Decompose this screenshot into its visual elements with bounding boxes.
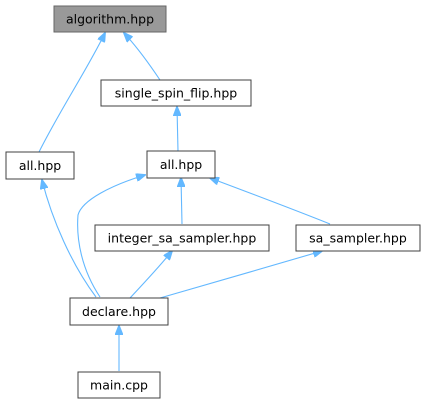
edge-sa-sampler-to-all-mid — [210, 178, 331, 225]
nodes: algorithm.hpp single_spin_flip.hpp all.h… — [5, 5, 421, 399]
node-label: integer_sa_sampler.hpp — [108, 231, 257, 246]
node-main-cpp[interactable]: main.cpp — [77, 371, 161, 399]
node-label: declare.hpp — [82, 304, 156, 319]
edge-declare-to-integer-sa-sampler — [129, 251, 172, 299]
node-label: algorithm.hpp — [66, 12, 154, 27]
edges — [38, 33, 331, 371]
node-integer-sa-sampler-hpp[interactable]: integer_sa_sampler.hpp — [94, 224, 270, 252]
node-sa-sampler-hpp[interactable]: sa_sampler.hpp — [295, 224, 421, 252]
edge-declare-to-all-mid — [77, 175, 145, 298]
node-declare-hpp[interactable]: declare.hpp — [69, 297, 169, 326]
edge-single-spin-flip-to-algorithm — [124, 33, 161, 81]
edge-all-left-to-algorithm — [38, 33, 105, 153]
node-single-spin-flip-hpp[interactable]: single_spin_flip.hpp — [100, 79, 252, 107]
edge-declare-to-sa-sampler — [159, 251, 322, 299]
node-label: main.cpp — [90, 378, 148, 393]
node-label: all.hpp — [160, 157, 202, 172]
node-algorithm-hpp[interactable]: algorithm.hpp — [53, 5, 167, 33]
node-all-hpp-mid[interactable]: all.hpp — [146, 150, 216, 179]
node-all-hpp-left[interactable]: all.hpp — [5, 151, 75, 180]
node-label: all.hpp — [19, 158, 61, 173]
edge-declare-to-all-left — [42, 180, 97, 298]
edge-integer-sa-sampler-to-all-mid — [181, 178, 182, 225]
edge-all-mid-to-single-spin-flip — [177, 107, 178, 152]
node-label: sa_sampler.hpp — [309, 231, 407, 246]
node-label: single_spin_flip.hpp — [115, 86, 237, 101]
